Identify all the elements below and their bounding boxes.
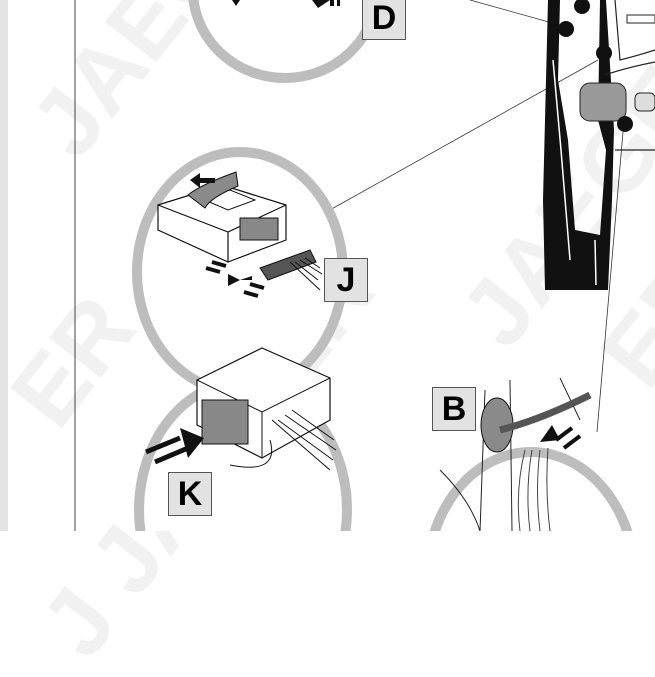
diagram-stroke [196, 377, 331, 458]
leader-line-d [469, 0, 557, 25]
label-k: K [168, 472, 212, 516]
arrow-up-left-icon [540, 425, 560, 442]
diagram-stroke [188, 0, 382, 83]
connector [201, 399, 249, 445]
mount-point-dot [558, 21, 574, 37]
diagram-stroke [543, 0, 614, 290]
diagram-stroke [132, 147, 348, 397]
diagram-stroke [289, 257, 323, 291]
detail-circle-d [188, 0, 382, 83]
diagram-stroke [330, 0, 334, 6]
diagram-stroke [552, 59, 597, 286]
page-margin [0, 0, 8, 531]
mount-point-dot [617, 116, 633, 132]
detail-circle-b [429, 377, 633, 531]
arrows-together-icon [205, 260, 265, 298]
diagram-stroke [429, 447, 633, 531]
diagram-stroke [517, 447, 551, 531]
arrow-right-icon [145, 435, 189, 465]
diagram-stroke [604, 0, 655, 151]
diagram-stroke [229, 409, 337, 471]
detail-circle-k [134, 347, 352, 531]
panel-recess [579, 82, 627, 122]
diagram-stroke [554, 426, 582, 450]
label-d: D [362, 0, 406, 40]
diagram-stroke [157, 204, 287, 262]
label-b: B [432, 387, 476, 431]
adhesive-tab [187, 171, 239, 209]
diagram-stroke [337, 0, 340, 6]
diagram-stroke [180, 428, 204, 458]
diagram-stroke [228, 274, 252, 286]
leader-line-b [596, 131, 624, 433]
cable [499, 391, 592, 434]
vehicle-panel [543, 0, 655, 290]
label-j: J [324, 258, 368, 302]
connector [259, 249, 317, 281]
diagram-stroke [232, 0, 330, 8]
diagram-stroke [239, 217, 279, 241]
arrow-left-icon [190, 173, 215, 188]
diagram-stroke [634, 92, 655, 112]
diagram-stroke [626, 14, 655, 24]
mount-point-dot [574, 0, 590, 14]
installation-diagram [0, 0, 655, 531]
mount-point-dot [596, 45, 612, 61]
detail-circle-j [132, 147, 348, 397]
diagram-stroke [439, 377, 581, 531]
